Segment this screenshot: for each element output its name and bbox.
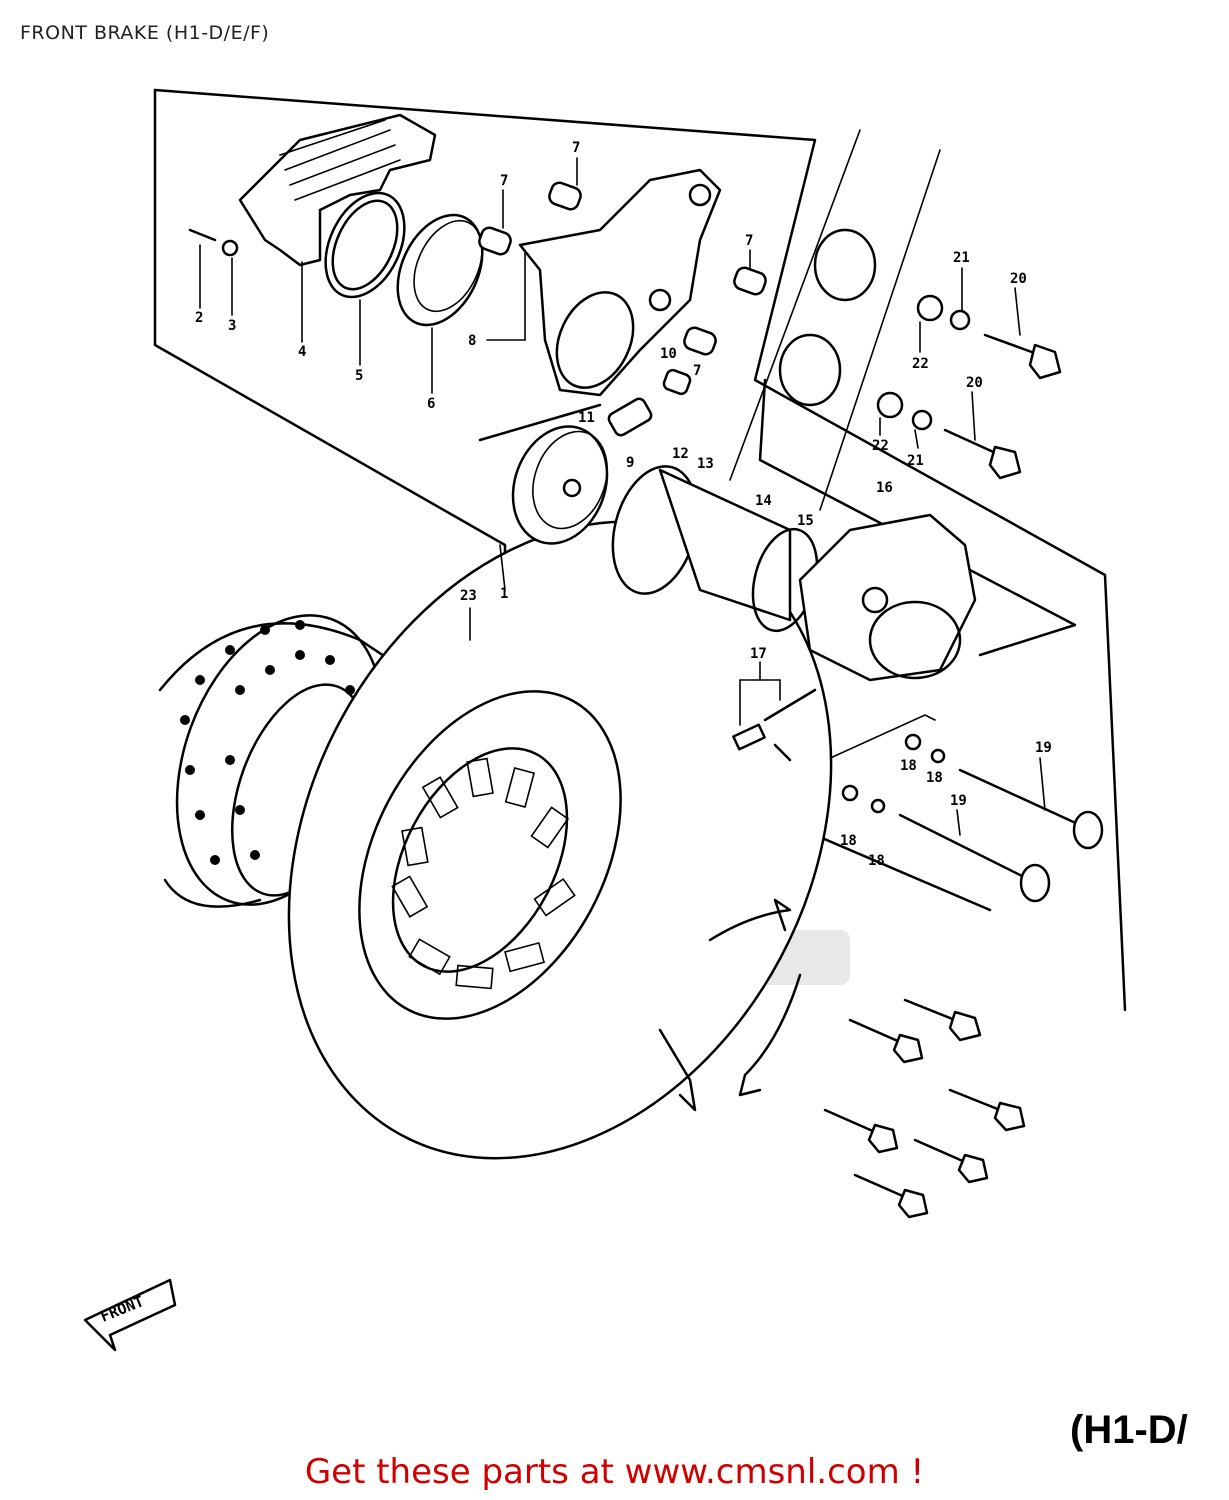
callout-3: 3 [228, 318, 236, 334]
disc-mounting-bolts [658, 898, 1026, 1219]
model-tag: (H1-D/ [1070, 1408, 1188, 1452]
bleeder-valve [732, 688, 817, 762]
callout-13: 13 [697, 456, 714, 472]
callout-7b: 7 [500, 173, 508, 189]
callout-20a: 20 [1010, 271, 1027, 287]
callout-12: 12 [672, 446, 689, 462]
cylinder-assembly [611, 465, 819, 633]
caliper-bracket [518, 168, 722, 397]
callout-1: 1 [500, 586, 508, 602]
callout-6: 6 [427, 396, 435, 412]
rubber-grommets [778, 228, 1062, 480]
piston [396, 213, 484, 327]
callout-16: 16 [876, 480, 893, 496]
callout-labels: 2 3 4 5 6 7 7 7 7 8 9 10 11 12 13 14 15 … [195, 140, 1052, 869]
callout-23: 23 [460, 588, 477, 604]
callout-18b: 18 [926, 770, 943, 786]
callout-11: 11 [578, 410, 595, 426]
callout-2: 2 [195, 310, 203, 326]
callout-18d: 18 [868, 853, 885, 869]
long-bolts-19 [841, 733, 1104, 903]
piston-seal-ring [324, 191, 406, 299]
callout-7a: 7 [572, 140, 580, 156]
caliper-cover [238, 113, 437, 267]
callout-22b: 22 [872, 438, 889, 454]
callout-7c: 7 [745, 233, 753, 249]
callout-4: 4 [298, 344, 306, 360]
get-parts-link[interactable]: Get these parts at www.cmsnl.com ! [304, 1452, 925, 1492]
callout-21a: 21 [953, 250, 970, 266]
callout-19b: 19 [950, 793, 967, 809]
callout-18c: 18 [840, 833, 857, 849]
piston-11 [511, 425, 609, 545]
callout-17: 17 [750, 646, 767, 662]
caliper-body [798, 513, 977, 682]
callout-leader-lines [199, 157, 1046, 836]
callout-9: 9 [626, 455, 634, 471]
callout-14: 14 [755, 493, 772, 509]
callout-7d: 7 [693, 363, 701, 379]
callout-5: 5 [355, 368, 363, 384]
callout-15: 15 [797, 513, 814, 529]
callout-20b: 20 [966, 375, 983, 391]
callout-21b: 21 [907, 453, 924, 469]
callout-22a: 22 [912, 356, 929, 372]
bushings [478, 181, 767, 437]
callout-18a: 18 [900, 758, 917, 774]
page-title: FRONT BRAKE (H1-D/E/F) [20, 22, 270, 44]
callout-19a: 19 [1035, 740, 1052, 756]
front-direction-arrow: FRONT [83, 1278, 177, 1352]
callout-8: 8 [468, 333, 476, 349]
mounting-bolt-2 [188, 228, 239, 257]
callout-10: 10 [660, 346, 677, 362]
